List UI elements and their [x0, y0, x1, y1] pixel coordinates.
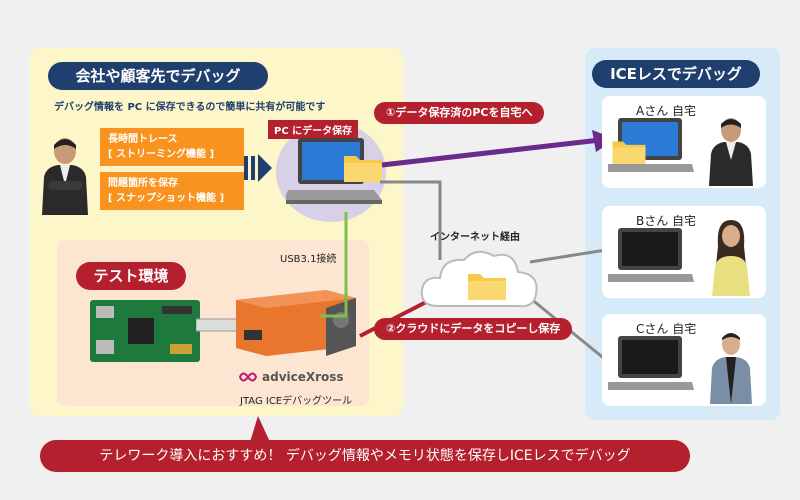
internet-label: インターネット経由: [430, 232, 520, 243]
person-b-icon: [712, 220, 750, 296]
folder-icon: [344, 156, 382, 182]
person-c-icon: [710, 333, 752, 404]
chevron-right-icon: [244, 154, 272, 182]
laptop-c-icon: [608, 336, 694, 390]
target-board-icon: [90, 300, 200, 362]
ribbon-cable-icon: [196, 318, 240, 332]
pc-badge: PC にデータ保存: [268, 120, 359, 139]
arrow1-label: ①データ保存済のPCを自宅へ: [374, 102, 545, 124]
user-b-label: Bさん 自宅: [636, 214, 697, 228]
streaming-line2: [ ストリーミング機能 ]: [108, 149, 215, 160]
streaming-line1: 長時間トレース: [108, 134, 178, 145]
bottom-banner: テレワーク導入におすすめ！ デバッグ情報やメモリ状態を保存しICEレスでデバッグ: [40, 440, 690, 472]
company-title: 会社や顧客先でデバッグ: [48, 62, 268, 90]
advicexross-logo-icon: [238, 372, 258, 382]
snapshot-feature-box: 問題箇所を保存 [ スナップショット機能 ]: [100, 172, 244, 210]
company-subtitle: デバッグ情報を PC に保存できるので簡単に共有が可能です: [54, 102, 326, 113]
user-a-label: Aさん 自宅: [636, 104, 697, 118]
user-card-c: Cさん 自宅: [602, 314, 766, 406]
laptop-b-icon: [608, 228, 694, 282]
test-env-title: テスト環境: [76, 262, 186, 290]
remote-title: ICEレスでデバッグ: [592, 60, 760, 88]
streaming-feature-box: 長時間トレース [ ストリーミング機能 ]: [100, 128, 244, 166]
usb-label: USB3.1接続: [280, 254, 337, 265]
arrow2-label: ②クラウドにデータをコピーし保存: [374, 318, 573, 340]
banner-pointer: [250, 416, 270, 442]
user-c-label: Cさん 自宅: [636, 322, 697, 336]
snapshot-line2: [ スナップショット機能 ]: [108, 193, 225, 204]
user-card-a: Aさん 自宅: [602, 96, 766, 188]
cloud-folder-icon: [468, 274, 506, 300]
brand-name: adviceXross: [262, 370, 344, 384]
user-card-b: Bさん 自宅: [602, 206, 766, 298]
snapshot-line1: 問題箇所を保存: [108, 178, 178, 189]
folder-a-icon: [612, 141, 646, 164]
person-a-icon: [709, 118, 753, 186]
engineer-person-icon: [42, 138, 88, 215]
debugger-device-icon: [236, 290, 356, 356]
tool-label: JTAG ICEデバッグツール: [240, 396, 353, 407]
